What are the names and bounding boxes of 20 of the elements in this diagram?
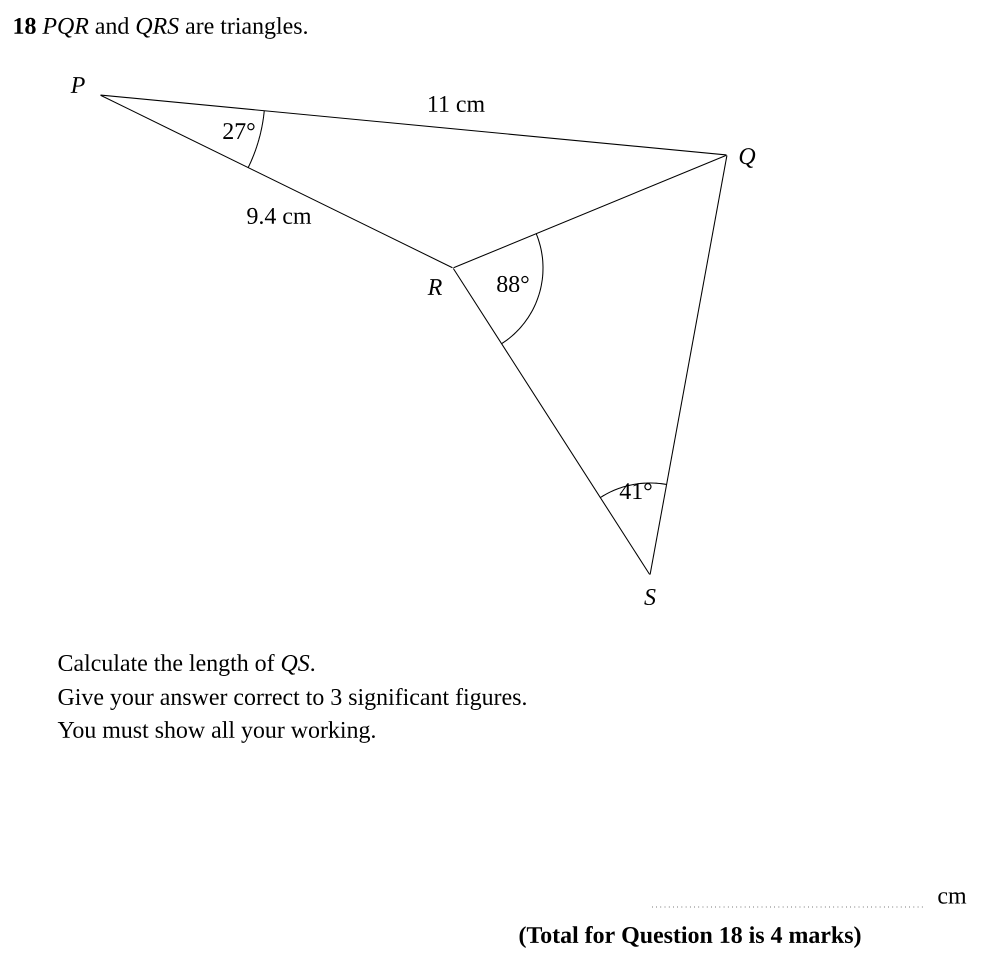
angle-mark: 27° (223, 110, 265, 168)
edge-label: 9.4 cm (244, 206, 314, 226)
unit-label: cm (938, 892, 966, 904)
triangle-side (453, 154, 727, 268)
vertex-label: R (428, 279, 442, 295)
edge-label: 11 cm (425, 94, 487, 114)
question-text: Calculate the length of QS. (58, 654, 314, 676)
question-text: You must show all your working. (58, 721, 375, 743)
question-title: 18 PQR and QRS are triangles. (14, 17, 307, 39)
angle-mark: 41° (600, 482, 667, 499)
vertex-label: Q (740, 148, 756, 168)
triangle-side (100, 94, 727, 156)
marks-note: (Total for Question 18 is 4 marks) (520, 926, 860, 948)
angle-mark: 88° (497, 234, 544, 344)
vertex-label: P (70, 77, 85, 93)
question-text: Give your answer correct to 3 significant figures. (58, 688, 526, 710)
triangle-side (452, 268, 650, 575)
vertex-label: S (644, 588, 656, 606)
triangle-side (650, 155, 728, 575)
triangle-side (100, 94, 453, 268)
